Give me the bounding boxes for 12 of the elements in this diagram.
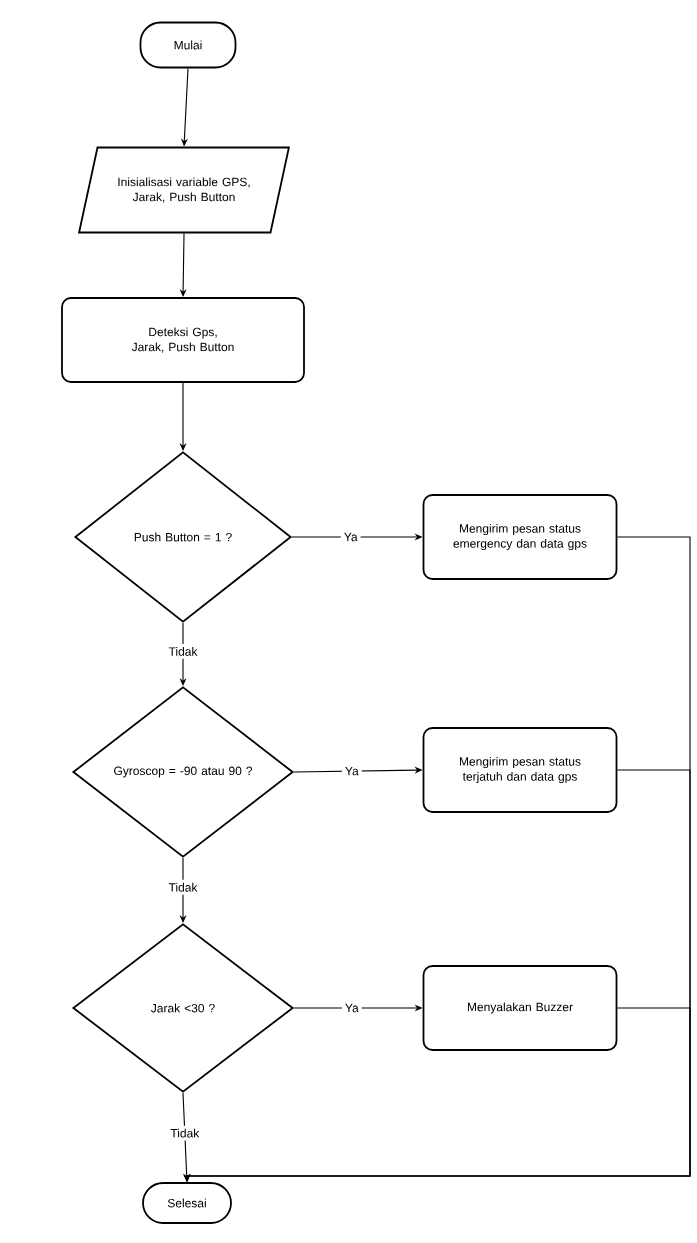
edge-label: Tidak <box>165 879 201 895</box>
process-box: Menyalakan Buzzer <box>422 965 618 1051</box>
edge-label: Tidak <box>165 643 201 659</box>
edge-label: Ya <box>341 1000 362 1016</box>
end-terminal: Selesai <box>142 1182 232 1224</box>
process-box: Deteksi Gps, Jarak, Push Button <box>61 297 305 383</box>
process-box: Mengirim pesan status terjatuh dan data gps <box>422 727 618 813</box>
start-terminal: Mulai <box>139 21 237 69</box>
edge-label: Ya <box>340 529 361 545</box>
edge-label: Ya <box>341 763 362 779</box>
edge-label: Tidak <box>167 1125 203 1141</box>
process-box: Mengirim pesan status emergency dan data gps <box>422 494 618 580</box>
